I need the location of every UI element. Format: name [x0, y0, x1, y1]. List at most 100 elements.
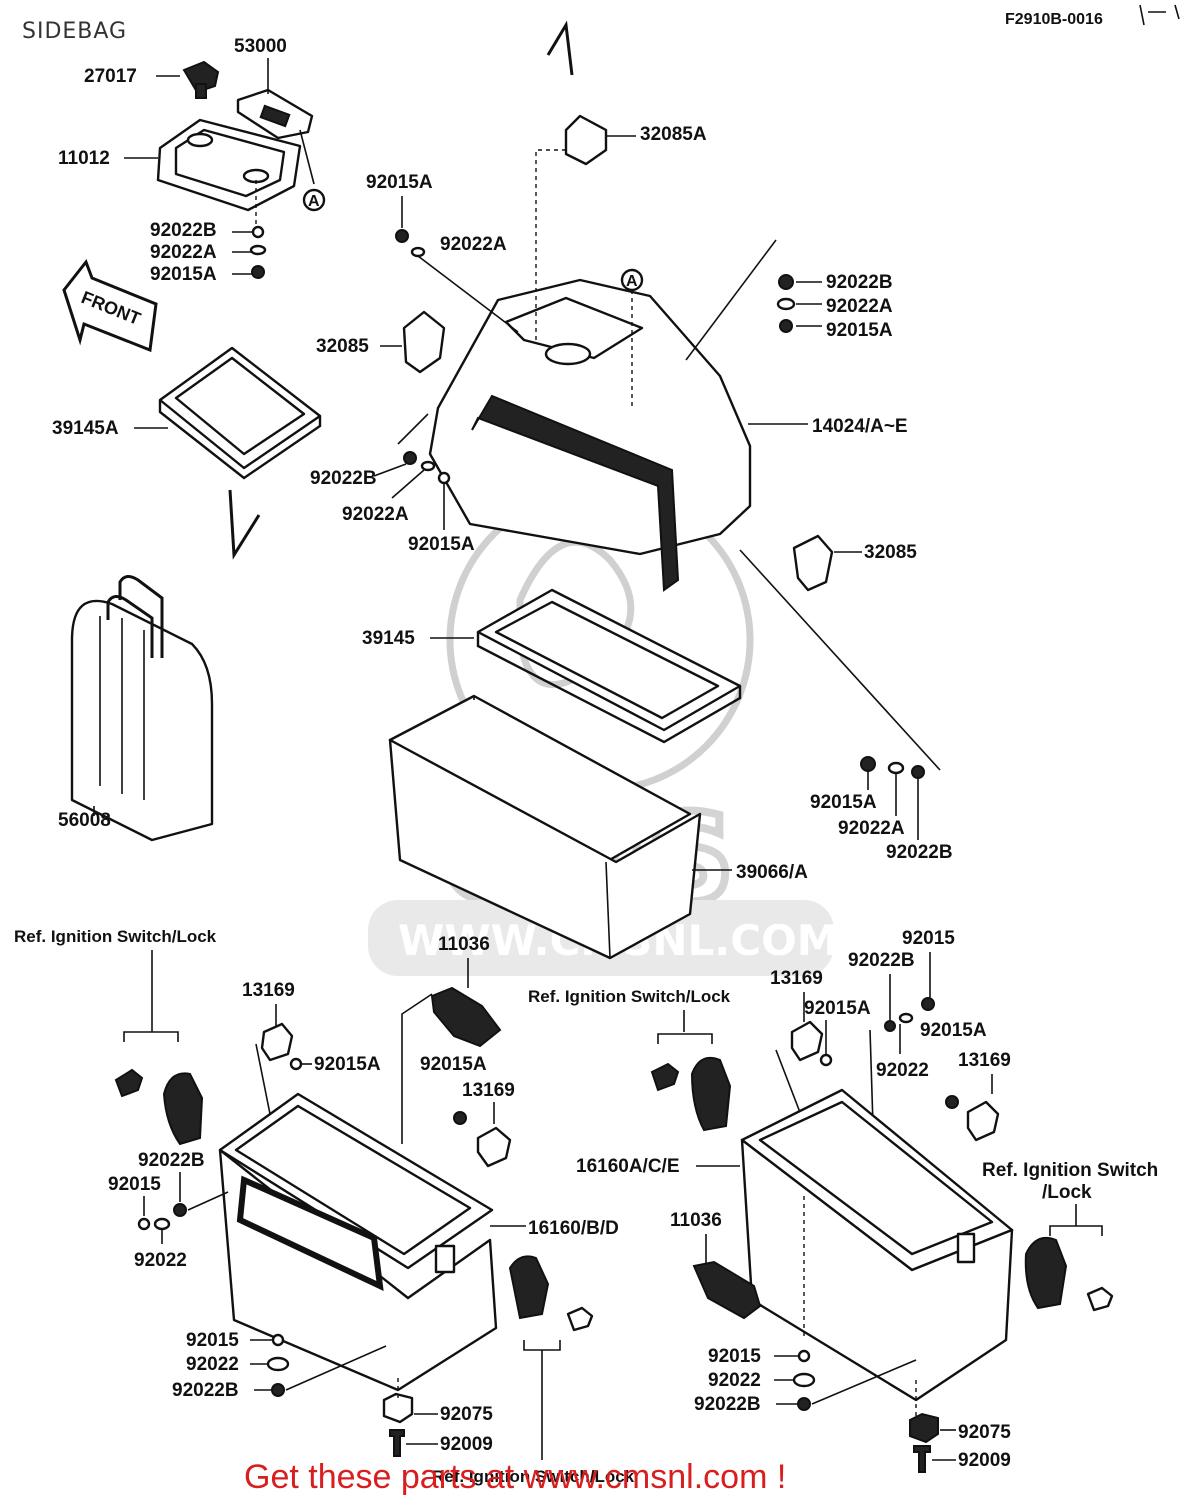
lead-hinge-to-bag	[401, 993, 433, 1144]
label-32085-left: 32085	[316, 336, 369, 357]
label-39066: 39066/A	[736, 862, 808, 883]
watermark-figure	[516, 538, 635, 689]
lock-right-side	[1024, 1236, 1068, 1310]
lead-92022B-l	[179, 1172, 229, 1211]
label-92015A-l: 92015A	[314, 1054, 381, 1075]
cover-56008-handle-a	[118, 575, 164, 658]
label-92022A-b: 92022A	[440, 234, 507, 255]
lock-assembly-top: A	[156, 60, 326, 279]
label-16160ACE: 16160A/C/E	[576, 1156, 680, 1177]
washer-92022B-lb	[271, 1383, 285, 1397]
saddlebag-right	[740, 1088, 1014, 1402]
label-ref-ignition-left: Ref. Ignition Switch/Lock	[14, 927, 217, 946]
bag-right-opening	[758, 1100, 994, 1256]
label-92015-rb: 92015	[708, 1346, 761, 1367]
label-92022-lb: 92022	[186, 1354, 239, 1375]
corner-marks	[1139, 4, 1180, 26]
lead-ref-bottom	[523, 1340, 561, 1460]
label-11036-r: 11036	[670, 1210, 722, 1231]
label-13169-m: 13169	[462, 1080, 515, 1101]
nut-92015-lb	[271, 1333, 285, 1347]
label-92022A-d: 92022A	[838, 818, 905, 839]
washer-92022A-c	[420, 460, 436, 472]
front-arrow-sign: FRONT	[62, 258, 158, 353]
lead-92022A-c	[391, 469, 425, 499]
lead-washers-to-case	[685, 239, 777, 361]
hinge-11036-top	[430, 986, 502, 1048]
liner-39066-body	[388, 738, 702, 960]
lead-a-ref	[299, 129, 315, 185]
dash-32085A	[535, 149, 566, 340]
label-92015A-a: 92015A	[150, 264, 217, 285]
washer-92022-l	[153, 1217, 171, 1231]
front-arrow-shape	[62, 258, 158, 353]
plate-hole-a	[186, 132, 214, 148]
label-92022-rb: 92022	[708, 1370, 761, 1391]
key-27017	[182, 60, 220, 94]
nut-92015A-rr	[819, 1053, 833, 1067]
diagram-title: SIDEBAG	[22, 19, 127, 44]
washer-92022A-a	[249, 244, 267, 256]
washer-92022A-d	[887, 761, 905, 775]
label-92015-lb: 92015	[186, 1330, 239, 1351]
washer-92022B-r	[778, 274, 794, 290]
nut-92015-rb	[797, 1349, 811, 1363]
bag-left-seam	[233, 1319, 399, 1391]
washer-92022-r	[898, 1012, 914, 1024]
lead-92022B-c	[373, 463, 407, 477]
screw-92009-l	[389, 1429, 405, 1457]
footer-promo: Get these parts at www.cmsnl.com !	[244, 1458, 786, 1496]
screw-92009-r	[913, 1445, 931, 1473]
label-92009-l: 92009	[440, 1434, 493, 1455]
nut-92015A-b	[395, 229, 409, 243]
nut-92015A-c	[437, 471, 451, 485]
label-92022-r: 92022	[876, 1060, 929, 1081]
label-39145A: 39145A	[52, 418, 119, 439]
label-92022B-rr: 92022B	[848, 950, 915, 971]
nut-92015-l	[137, 1217, 151, 1231]
top-case-trim	[471, 394, 680, 592]
plate-13169-r2	[966, 1100, 1000, 1142]
bracket-32085A	[564, 114, 608, 166]
label-11036-top: 11036	[438, 934, 490, 955]
top-case-lock-recess	[544, 342, 592, 366]
washer-92022B-d	[911, 765, 925, 779]
foot-92075-l	[382, 1392, 414, 1424]
bag-left-latch	[434, 1244, 456, 1274]
label-92022B-lb: 92022B	[172, 1380, 239, 1401]
label-ref-right-2: /Lock	[1042, 1182, 1092, 1203]
label-92022A-a: 92022A	[150, 242, 217, 263]
label-92022B-r: 92022B	[826, 272, 893, 293]
lead-rb-to-bag	[811, 1359, 917, 1405]
nut-13169-r2	[945, 1095, 959, 1109]
gasket-39145A-inner	[174, 356, 306, 456]
label-92022B-l: 92022B	[138, 1150, 205, 1171]
bag-left-opening	[234, 1104, 472, 1256]
plate-13169-l	[260, 1022, 294, 1062]
bag-right-latch	[956, 1232, 976, 1264]
bracket-53000-hole	[259, 104, 291, 128]
top-case-14024: A	[428, 268, 752, 592]
gasket-39145	[476, 588, 742, 744]
lock-left	[162, 1072, 204, 1146]
washer-92022B-l	[173, 1203, 187, 1217]
label-ref-ignition-bottom: Ref. Ignition Switch/Lock	[432, 1467, 635, 1486]
label-92022A-r: 92022A	[826, 296, 893, 317]
lead-washers-c-case	[397, 413, 429, 445]
washer-92022-lb	[266, 1356, 290, 1372]
label-92022A-c: 92022A	[342, 504, 409, 525]
label-92022-l: 92022	[134, 1250, 187, 1271]
label-13169-r: 13169	[770, 968, 823, 989]
ref-marker-a-right-letter: A	[626, 273, 638, 290]
key-left	[114, 1068, 144, 1098]
nut-92015A-l	[289, 1057, 303, 1071]
label-ref-ignition-mid: Ref. Ignition Switch/Lock	[528, 987, 731, 1006]
washer-92022B-rr	[884, 1020, 896, 1032]
lead-92022A-b-case	[417, 255, 519, 333]
washer-92022B-a	[251, 225, 265, 239]
label-92022B-rb: 92022B	[694, 1394, 761, 1415]
cover-56008-body	[70, 599, 214, 842]
hinge-11036-r	[692, 1260, 762, 1320]
lead-ref-ignition-left	[123, 950, 179, 1042]
nut-92015A-a	[251, 265, 265, 279]
